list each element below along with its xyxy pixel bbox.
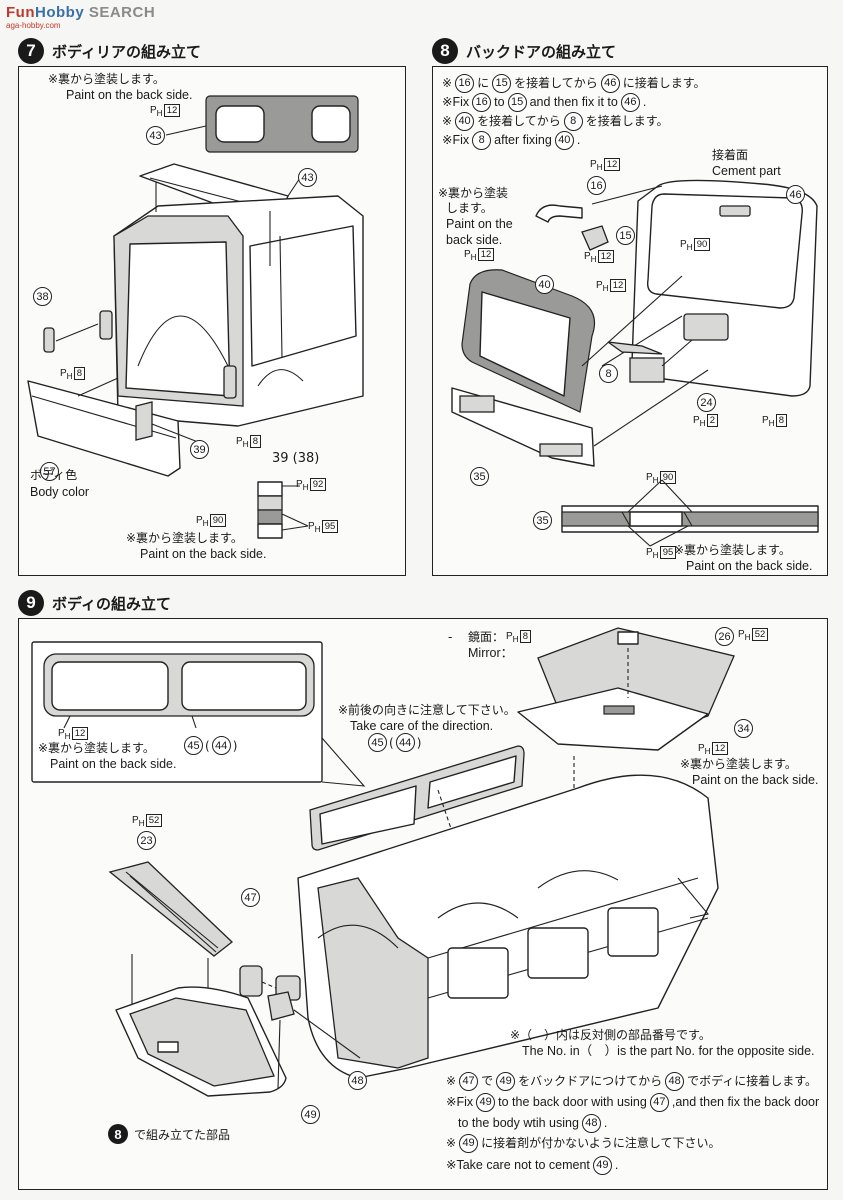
step9-part-49: 49 (301, 1105, 320, 1124)
step9-header: 9 ボディの組み立て (18, 590, 171, 616)
step7-note2-en: Paint on the back side. (140, 547, 267, 561)
step7-note2-jp: ※裏から塗装します。 (126, 531, 243, 545)
step8-title: バックドアの組み立て (466, 42, 617, 61)
step9-dir-note-en: Take care of the direction. (350, 719, 494, 733)
step8-part-16: 16 (587, 176, 606, 195)
step7-note-en: Paint on the back side. (66, 88, 193, 102)
step9-inset-part: 45(44) (184, 736, 237, 755)
step7-part-39: 39 (190, 440, 209, 459)
step9-roof-note-en: Paint on the back side. (692, 773, 819, 787)
step7-part-38: 38 (33, 287, 52, 306)
step7-body-color-en: Body color (30, 485, 90, 499)
step8-back-note-jp2: します。 (446, 201, 493, 215)
step9-part-26: 26 (715, 627, 734, 646)
step9-part-48: 48 (348, 1071, 367, 1090)
step9-part-23: 23 (137, 831, 156, 850)
step9-opp-note-jp: ※（ ）内は反対側の部品番号です。 (510, 1028, 711, 1042)
step8-number: 8 (432, 38, 458, 64)
step8-back-note-en2: back side. (446, 233, 503, 247)
step8-part-8: 8 (599, 364, 618, 383)
step8-part-40: 40 (535, 275, 554, 294)
step9-inset-note-en: Paint on the back side. (50, 757, 177, 771)
step9-mirror-en: Mirror： (468, 646, 514, 660)
step7-number: 7 (18, 38, 44, 64)
step8-part-46: 46 (786, 185, 805, 204)
step8-note3-jp: ※裏から塗装します。 (674, 543, 791, 557)
step8-drawing (451, 179, 819, 547)
step9-roof-note-jp: ※裏から塗装します。 (680, 757, 797, 771)
step8-back-note-en1: Paint on the (446, 217, 513, 231)
step7-part-57: 57 (40, 462, 59, 481)
step9-dir-note-jp: ※前後の向きに注意して下さい。 (338, 703, 516, 717)
step7-header: 7 ボディリアの組み立て (18, 38, 201, 64)
step8-part-35a: 35 (470, 467, 489, 486)
step9-opp-note-en: The No. in（ ）is the part No. for the opp… (522, 1044, 815, 1058)
step7-part-43b: 43 (298, 168, 317, 187)
step9-part-34: 34 (734, 719, 753, 738)
step9-part-45-44: 45(44) (368, 733, 421, 752)
step7-drawing (27, 95, 364, 539)
step9-mirror-jp: 鏡面： (468, 630, 505, 644)
step9-drawing (31, 627, 735, 1097)
step9-title: ボディの組み立て (52, 594, 171, 613)
step9-inset-note-jp: ※裏から塗装します。 (38, 741, 155, 755)
watermark-logo: FunHobby SEARCH (6, 4, 156, 21)
step8-note3-en: Paint on the back side. (686, 559, 813, 573)
step9-number: 9 (18, 590, 44, 616)
step9-mirror-dash: - (448, 630, 453, 644)
watermark-url: aga-hobby.com (6, 21, 61, 30)
step7-body-color-jp: ボディ色 (30, 468, 78, 482)
step8-back-note-jp1: ※裏から塗装 (438, 186, 509, 200)
step7-note-jp: ※裏から塗装します。 (48, 72, 165, 86)
step7-title: ボディリアの組み立て (52, 42, 201, 61)
step8-cement-en: Cement part (712, 164, 781, 178)
step8-part-35b: 35 (533, 511, 552, 530)
step8-part-24: 24 (697, 393, 716, 412)
step7-part-39-38: 39 (38) (272, 451, 320, 466)
step8-cement-jp: 接着面 (712, 148, 749, 162)
step9-part-47: 47 (241, 888, 260, 907)
step8-part-15: 15 (616, 226, 635, 245)
step8-header: 8 バックドアの組み立て (432, 38, 616, 64)
step7-part-43a: 43 (146, 126, 165, 145)
